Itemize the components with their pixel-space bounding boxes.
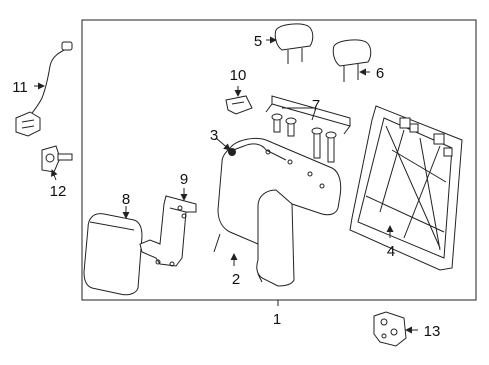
assembly-frame [81,19,477,301]
part-4-frame [349,105,463,271]
part-7-guides [265,95,351,163]
leader-12 [50,169,58,181]
callout-4: 4 [387,243,395,260]
callout-10: 10 [230,67,247,84]
part-11-harness [15,41,73,137]
callout-5: 5 [254,33,262,50]
part-10-clip [225,95,253,115]
part-2-3-seatback [213,137,342,287]
part-9-bracket [139,195,197,267]
callout-2: 2 [232,271,240,288]
callout-1: 1 [273,311,281,328]
part-13-hinge [373,311,407,347]
callout-12: 12 [50,183,67,200]
callout-8: 8 [122,191,130,208]
part-5-headrest [274,23,314,64]
callout-13: 13 [424,323,441,340]
callout-11: 11 [12,79,28,96]
callout-6: 6 [376,65,384,82]
leader-7a [311,107,317,121]
part-6-headrest [332,39,372,82]
leader-3 [215,137,231,151]
callout-7: 7 [312,97,320,114]
part-12-bracket [41,145,73,173]
callout-9: 9 [180,171,188,188]
part-8-pad [83,213,143,296]
callout-3: 3 [210,127,218,144]
